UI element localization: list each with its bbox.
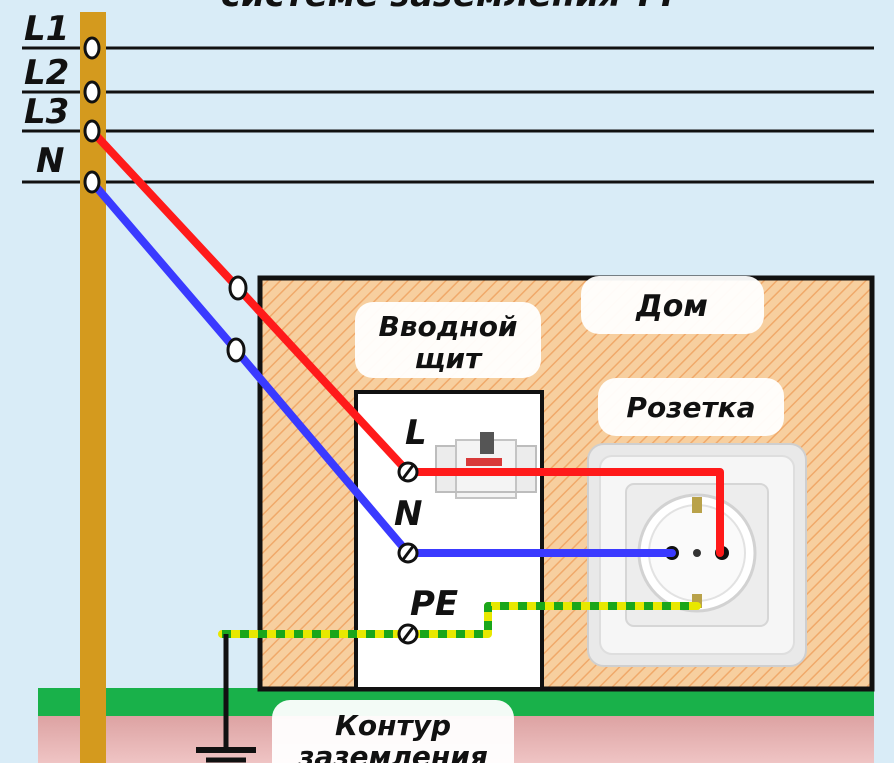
input-panel <box>354 390 544 691</box>
socket-callout <box>598 378 784 436</box>
panel-label-line1: Вводной <box>378 310 517 343</box>
socket-label: Розетка <box>626 391 755 424</box>
ground-rod <box>196 634 256 763</box>
house-callout <box>581 276 764 334</box>
terminal-pe-label: PE <box>410 584 458 624</box>
pe-wire-stripe <box>222 602 697 638</box>
label-l3: L3 <box>24 92 69 132</box>
wires <box>88 127 724 638</box>
panel-label-line2: щит <box>415 342 484 375</box>
ground-label-line1: Контур <box>335 709 451 742</box>
ground-label-line2: заземления <box>297 740 488 763</box>
house-label: Дом <box>635 289 708 324</box>
diagram-title: системе заземления ТТ <box>221 0 682 15</box>
terminal-l-label: L <box>405 413 427 453</box>
panel-callout <box>355 302 541 378</box>
ground-callout <box>272 700 514 763</box>
label-n: N <box>36 141 64 181</box>
overhead-lines <box>22 46 874 184</box>
label-l1: L1 <box>24 9 69 49</box>
panel-terminals <box>397 461 419 645</box>
insulators <box>83 36 248 363</box>
label-l2: L2 <box>24 53 69 93</box>
neutral-wire <box>88 178 676 557</box>
terminal-n-label: N <box>394 494 422 534</box>
